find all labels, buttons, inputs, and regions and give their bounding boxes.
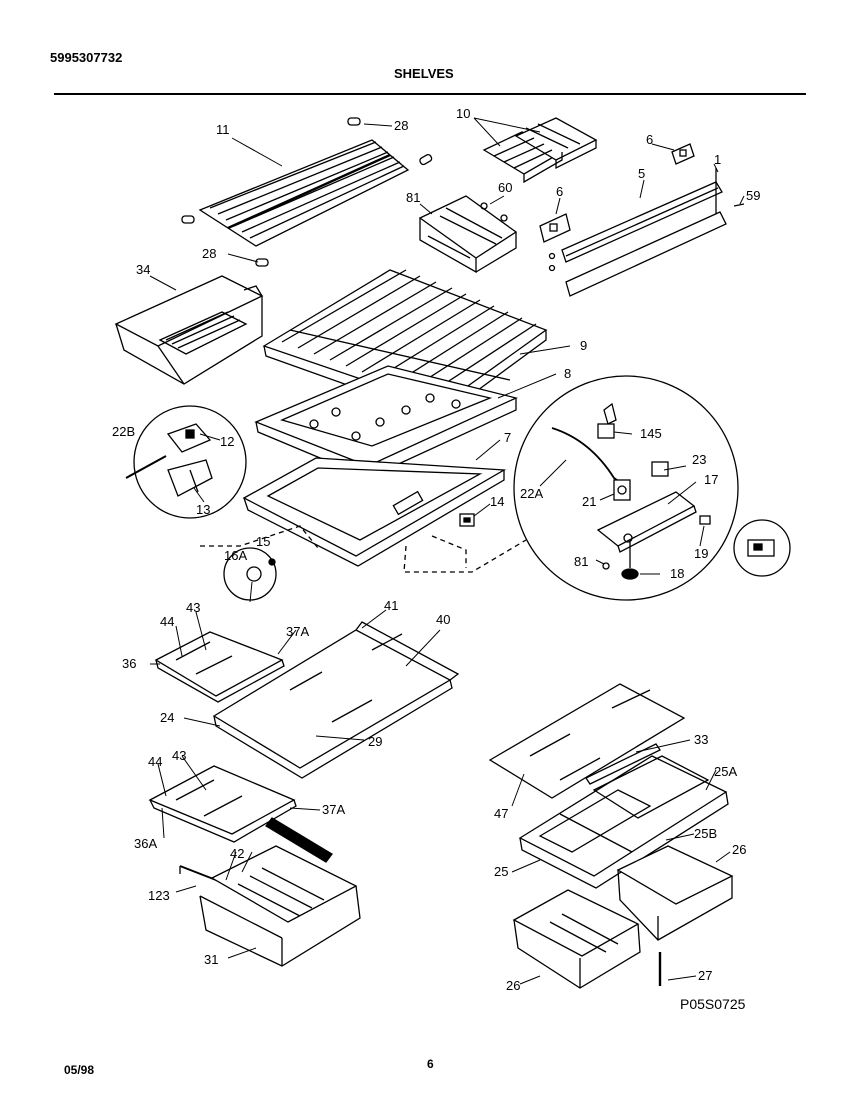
callout-11: 11 [216, 122, 230, 137]
callout-22B: 22B [112, 424, 135, 439]
tray-support-81 [418, 195, 518, 274]
document-number: 5995307732 [50, 50, 123, 65]
callout-16A: 16A [224, 548, 247, 563]
callout-26: 26 [732, 842, 746, 857]
crisper-drawer-26-left [512, 889, 641, 989]
callout-31: 31 [204, 952, 218, 967]
callout-60: 60 [498, 180, 512, 195]
title-rule [54, 93, 806, 95]
glass-shelf-47 [488, 683, 686, 799]
crisper-pan-7 [242, 457, 507, 567]
callout-14: 14 [490, 494, 504, 509]
callout-18: 18 [670, 566, 684, 581]
callout-28: 28 [394, 118, 408, 133]
crisper-drawer-26-right [616, 845, 734, 941]
callout-22A: 22A [520, 486, 543, 501]
callout-40: 40 [436, 612, 450, 627]
callout-145: 145 [640, 426, 662, 441]
callout-28: 28 [202, 246, 216, 261]
callout-25B: 25B [694, 826, 717, 841]
crisper-frame-25 [518, 755, 729, 889]
callout-41: 41 [384, 598, 398, 613]
callout-5: 5 [638, 166, 645, 181]
callout-42: 42 [230, 846, 244, 861]
shelf-end-caps-28 [181, 117, 433, 267]
callout-6: 6 [556, 184, 563, 199]
crisper-frame-8 [254, 365, 518, 479]
callout-1: 1 [714, 152, 721, 167]
screws-60 [480, 202, 508, 222]
callout-25A: 25A [714, 764, 737, 779]
callout-6: 6 [646, 132, 653, 147]
callout-43: 43 [186, 600, 200, 615]
callout-17: 17 [704, 472, 718, 487]
small-glass-shelf-lower [148, 765, 333, 863]
drawing-code: P05S0725 [680, 996, 746, 1012]
brackets-6 [539, 143, 695, 243]
leader-lines [149, 117, 745, 985]
callout-81: 81 [574, 554, 588, 569]
deli-pan-31 [179, 845, 361, 967]
callout-81: 81 [406, 190, 420, 205]
detail-circle-left [125, 405, 247, 519]
callout-47: 47 [494, 806, 508, 821]
callout-44: 44 [160, 614, 174, 629]
callout-12: 12 [220, 434, 234, 449]
small-glass-shelf-upper [154, 631, 285, 703]
callout-8: 8 [564, 366, 571, 381]
callout-24: 24 [160, 710, 174, 725]
detail-circle-control [513, 375, 739, 601]
callout-25: 25 [494, 864, 508, 879]
detail-circle-switch [733, 519, 791, 577]
wire-shelf-11 [198, 139, 410, 247]
large-glass-shelf [212, 621, 460, 779]
damper-14 [459, 513, 475, 527]
callout-59: 59 [746, 188, 760, 203]
callout-44: 44 [148, 754, 162, 769]
callout-10: 10 [456, 106, 470, 121]
callout-37A: 37A [322, 802, 345, 817]
meat-keeper-34 [114, 275, 264, 385]
callout-15: 15 [256, 534, 270, 549]
callout-21: 21 [582, 494, 596, 509]
callout-33: 33 [694, 732, 708, 747]
callout-34: 34 [136, 262, 150, 277]
dashed-leaders [200, 525, 527, 573]
callout-23: 23 [692, 452, 706, 467]
page-number: 6 [427, 1057, 434, 1071]
ice-trays-10 [482, 117, 598, 184]
callout-37A: 37A [286, 624, 309, 639]
callout-26: 26 [506, 978, 520, 993]
footer-date: 05/98 [64, 1063, 95, 1077]
trim-rails-5-1 [548, 168, 745, 297]
callout-36: 36 [122, 656, 136, 671]
callout-labels: 11 28 28 10 6 1 60 6 5 59 81 34 9 8 22B … [112, 106, 760, 993]
callout-19: 19 [694, 546, 708, 561]
callout-36A: 36A [134, 836, 157, 851]
callout-27: 27 [698, 968, 712, 983]
section-title: SHELVES [394, 66, 454, 81]
callout-43: 43 [172, 748, 186, 763]
callout-7: 7 [504, 430, 511, 445]
crisper-cover-grid-9 [262, 269, 548, 419]
callout-29: 29 [368, 734, 382, 749]
callout-123: 123 [148, 888, 170, 903]
callout-9: 9 [580, 338, 587, 353]
callout-13: 13 [196, 502, 210, 517]
